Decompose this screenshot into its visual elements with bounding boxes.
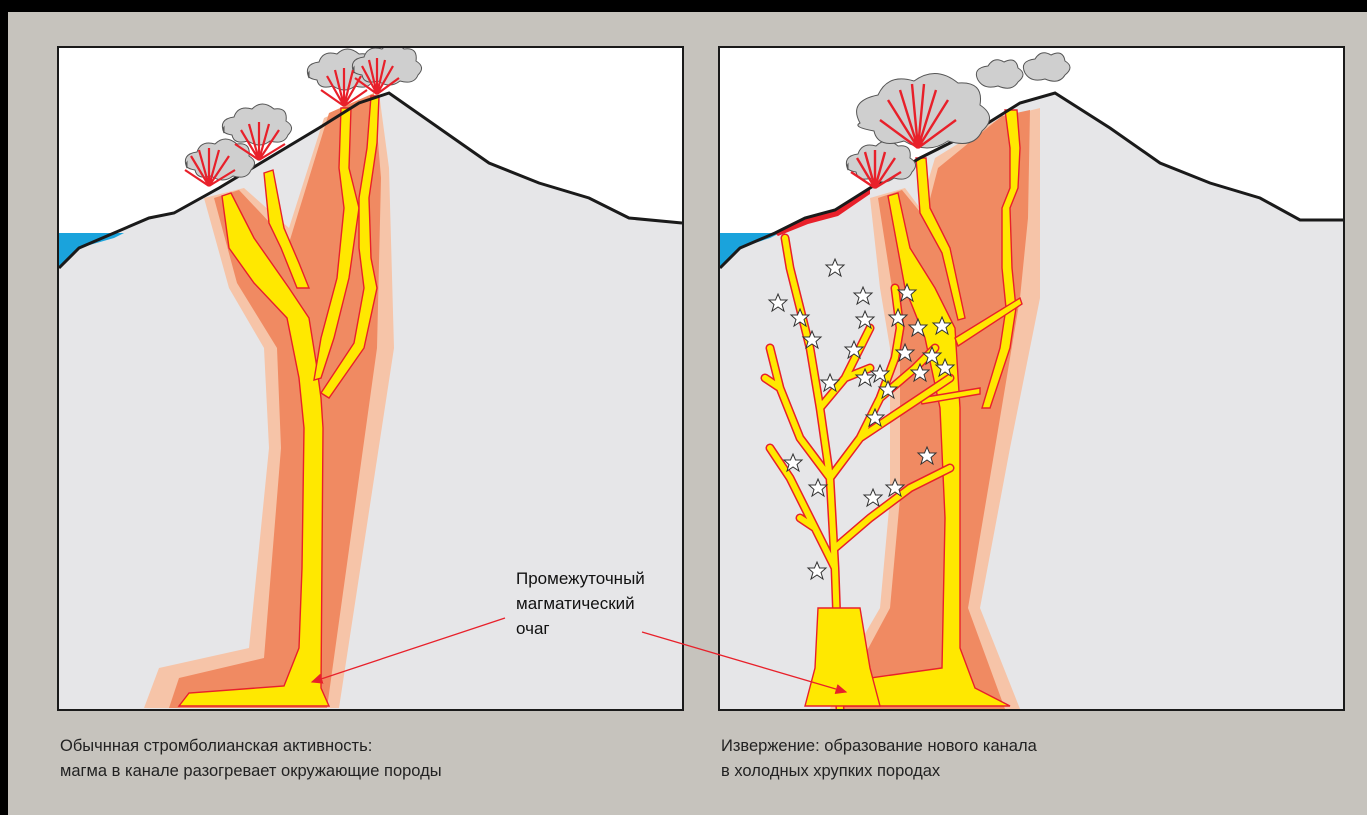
left-border	[0, 0, 8, 815]
chamber-label-line-1: Промежуточный	[516, 566, 645, 591]
caption-right: Извержение: образование нового канала в …	[721, 734, 1037, 784]
caption-right-line-1: Извержение: образование нового канала	[721, 734, 1037, 759]
chamber-label: Промежуточный магматический очаг	[512, 566, 649, 641]
chamber-label-line-2: магматический	[516, 591, 645, 616]
volcano-diagram-right	[720, 48, 1343, 709]
caption-left-line-2: магма в канале разогревает окружающие по…	[60, 759, 442, 784]
caption-left-line-1: Обычнная стромболианская активность:	[60, 734, 442, 759]
panel-eruption-new-channel	[718, 46, 1345, 711]
caption-left: Обычнная стромболианская активность: маг…	[60, 734, 442, 784]
caption-right-line-2: в холодных хрупких породах	[721, 759, 1037, 784]
top-border	[0, 0, 1367, 12]
chamber-label-line-3: очаг	[516, 616, 645, 641]
